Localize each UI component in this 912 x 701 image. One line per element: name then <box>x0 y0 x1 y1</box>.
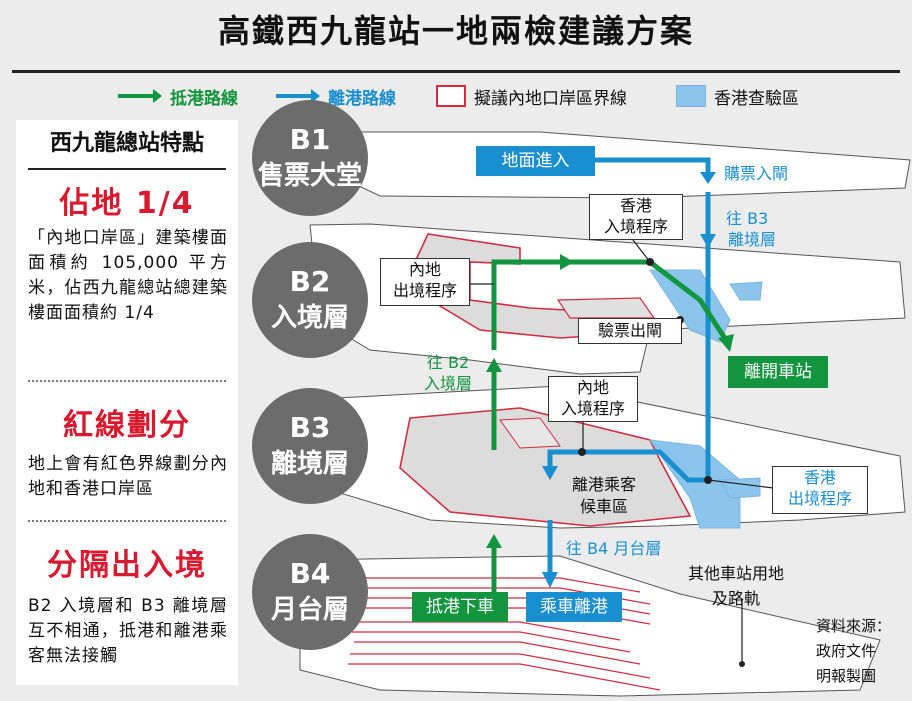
legend: 抵港路線 離港路線 擬議內地口岸區界線 香港查驗區 <box>0 82 912 112</box>
feature-divider <box>28 380 226 382</box>
sidebar-heading-rule <box>28 168 226 170</box>
box-line: 入境程序 <box>560 399 625 418</box>
legend-arrive: 抵港路線 <box>118 82 238 110</box>
feature-3-headline: 分隔出入境 <box>47 548 207 583</box>
box-line: 香港 <box>803 468 836 487</box>
to-b3-label-line2: 離境層 <box>728 230 777 249</box>
legend-hk-area: 香港查驗區 <box>676 82 799 110</box>
feature-2-headline: 紅線劃分 <box>63 408 191 443</box>
hk-immigration-in-box: 香港 入境程序 <box>589 194 683 240</box>
green-arrow-icon <box>118 89 162 103</box>
level-badge-b2: B2 入境層 <box>252 242 368 358</box>
red-boundary-swatch-icon <box>436 85 466 107</box>
blue-arrow-icon <box>276 89 320 103</box>
level-code: B1 <box>290 123 331 156</box>
legend-boundary: 擬議內地口岸區界線 <box>436 82 627 110</box>
blue-area-swatch-icon <box>676 85 706 107</box>
label-line: 入境層 <box>423 374 472 393</box>
feature-3-text: B2 入境層和 B3 離境層互不相通，抵港和離港乘客無法接觸 <box>28 596 228 666</box>
leave-station-box: 離開車站 <box>728 356 828 388</box>
alight-box: 抵港下車 <box>412 592 508 622</box>
level-code: B3 <box>290 411 331 444</box>
legend-boundary-label: 擬議內地口岸區界線 <box>474 88 627 109</box>
label-line: 離港乘客 <box>571 475 636 494</box>
b2-mainland-subzone <box>556 297 656 319</box>
ticket-exit-box: 驗票出閘 <box>578 318 682 344</box>
label-line: 候車區 <box>579 497 628 516</box>
level-badge-b1: B1 售票大堂 <box>252 100 368 216</box>
page-title: 高鐵西九龍站一地兩檢建議方案 <box>217 12 694 50</box>
hk-exit-box: 香港 出境程序 <box>772 466 868 514</box>
source-line: 明報製圖 <box>816 667 877 685</box>
feature-1-text: 「內地口岸區」建築樓面面積約 105,000 平方米，佔西九龍總站總建築樓面面積… <box>28 228 228 323</box>
level-badge-b3: B3 離境層 <box>252 388 368 504</box>
b4-floor <box>299 555 881 697</box>
source-line: 政府文件 <box>816 642 877 660</box>
box-line: 出境程序 <box>392 281 457 300</box>
mainland-immigration-in-box: 內地 入境程序 <box>548 376 638 422</box>
board-box: 乘車離港 <box>526 592 622 622</box>
level-code: B4 <box>290 557 331 590</box>
source-line: 資料來源： <box>816 617 892 635</box>
title-divider <box>12 70 900 73</box>
departure-arrowheads <box>542 172 716 588</box>
b3-mainland-subzone <box>499 417 561 449</box>
level-name: 入境層 <box>271 302 349 333</box>
feature-1-headline: 佔地 1/4 <box>59 186 195 221</box>
arrival-arrowheads <box>486 254 734 548</box>
to-b3-label-line1: 往 B3 <box>726 209 769 228</box>
mainland-exit-box: 內地 出境程序 <box>380 258 470 306</box>
label-line: 及路軌 <box>712 589 761 608</box>
label-line: 往 B2 <box>426 353 470 372</box>
other-use-label: 其他車站用地 及路軌 <box>688 561 784 611</box>
feature-2-text: 地上會有紅色界線劃分內地和香港口岸區 <box>28 454 228 499</box>
ticket-gate-label: 購票入閘 <box>724 164 789 183</box>
sidebar-heading: 西九龍總站特點 <box>49 131 204 156</box>
waiting-hall-label: 離港乘客 候車區 <box>560 474 648 518</box>
box-line: 內地 <box>576 378 609 397</box>
to-b2-label: 往 B2 入境層 <box>418 352 478 394</box>
feature-divider <box>28 520 226 522</box>
legend-depart-label: 離港路線 <box>328 88 396 109</box>
b1-floor <box>299 131 911 199</box>
to-b4-label: 往 B4 月台層 <box>566 539 662 558</box>
features-sidebar: 西九龍總站特點 佔地 1/4 「內地口岸區」建築樓面面積約 105,000 平方… <box>16 120 238 685</box>
ground-entry-box: 地面進入 <box>476 146 595 176</box>
label-line: 其他車站用地 <box>688 564 785 583</box>
box-line: 入境程序 <box>603 217 668 236</box>
legend-depart: 離港路線 <box>276 82 396 110</box>
box-line: 內地 <box>408 260 441 279</box>
level-code: B2 <box>290 265 331 298</box>
leader-end-dot <box>739 661 745 667</box>
level-name: 月台層 <box>270 594 349 625</box>
legend-arrive-label: 抵港路線 <box>170 88 238 109</box>
box-line: 香港 <box>619 196 652 215</box>
level-name: 離境層 <box>271 448 349 479</box>
source-note: 資料來源： 政府文件 明報製圖 <box>816 614 891 689</box>
b2-hk-area <box>729 281 763 301</box>
level-badge-b4: B4 月台層 <box>252 534 368 650</box>
checkpoint-dot <box>578 448 586 456</box>
level-name: 售票大堂 <box>258 160 362 191</box>
legend-hk-area-label: 香港查驗區 <box>714 88 799 109</box>
box-line: 出境程序 <box>787 489 852 508</box>
